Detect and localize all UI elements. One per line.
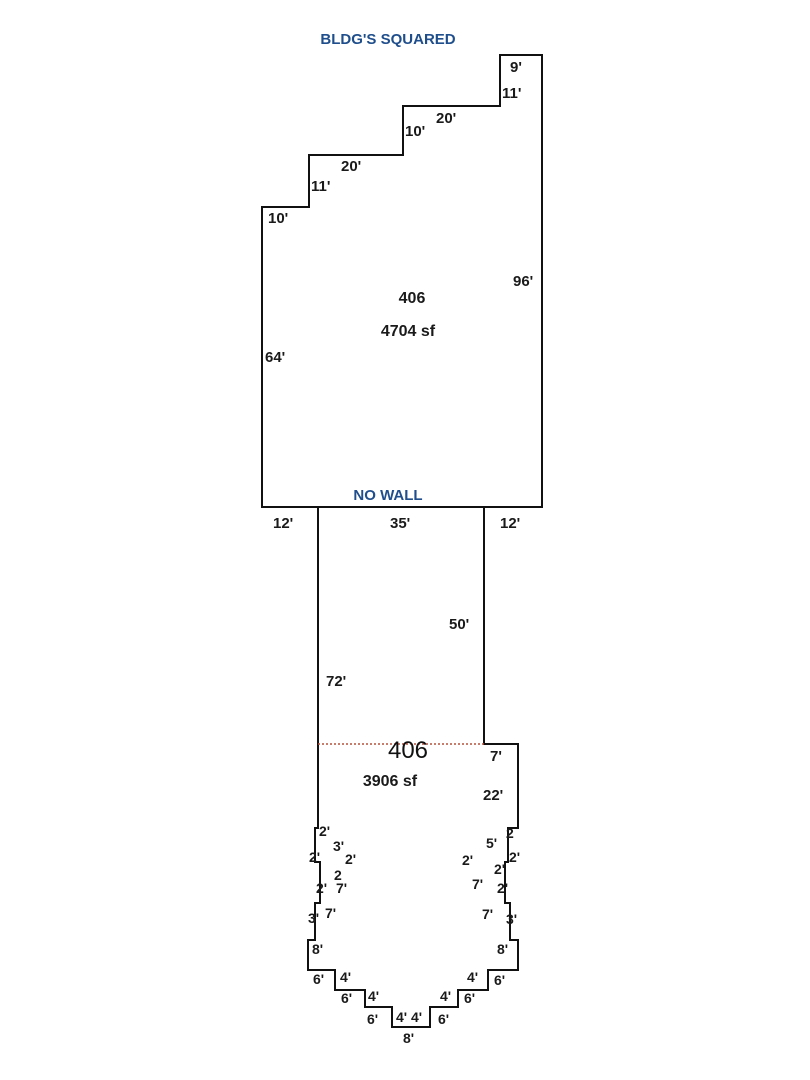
dim-label: 6' [494, 972, 505, 988]
dim-label: 8' [497, 941, 508, 957]
dim-label: 3' [333, 838, 344, 854]
dim-label: 2 [334, 867, 342, 883]
dim-label: 9' [510, 59, 522, 76]
dim-label: 20' [341, 158, 361, 175]
dim-label: 7' [472, 876, 483, 892]
note-bldgs-squared: BLDG'S SQUARED [320, 31, 455, 48]
dim-label: 20' [436, 110, 456, 127]
dim-label: 11' [311, 178, 330, 195]
dim-label: 35' [390, 515, 410, 532]
dim-label: 6' [341, 990, 352, 1006]
lower-area-id: 406 [388, 737, 428, 764]
dim-label: 5' [486, 835, 497, 851]
dim-label: 7' [325, 905, 336, 921]
dim-label: 11' [502, 85, 521, 102]
dim-label: 4' [411, 1009, 422, 1025]
upper-area-size: 4704 sf [381, 323, 436, 340]
dim-label: 2' [319, 823, 330, 839]
upper-building-outline [261, 54, 543, 508]
dim-label: 2' [345, 851, 356, 867]
dim-label: 6' [313, 971, 324, 987]
dim-label: 12' [500, 515, 520, 532]
note-no-wall: NO WALL [353, 487, 422, 504]
dim-label: 2' [316, 880, 327, 896]
dim-label: 72' [326, 673, 346, 690]
dim-label: 3' [308, 910, 319, 926]
dim-label: 2' [509, 849, 520, 865]
dim-label: 4' [467, 969, 478, 985]
dim-label: 4' [440, 988, 451, 1004]
dim-label: 2' [497, 880, 508, 896]
dim-label: 22' [483, 787, 503, 804]
dim-label: 2' [462, 852, 473, 868]
dim-label: 7' [336, 880, 347, 896]
dim-label: 4' [396, 1009, 407, 1025]
dim-label: 8' [312, 941, 323, 957]
lower-building-outline [307, 507, 519, 1028]
dim-label: 2 [506, 825, 514, 841]
dim-label: 7' [490, 748, 502, 765]
dim-label: 2' [309, 849, 320, 865]
dim-label: 7' [482, 906, 493, 922]
dim-label: 6' [367, 1011, 378, 1027]
dim-label: 64' [265, 349, 285, 366]
dim-label: 6' [438, 1011, 449, 1027]
dim-label: 6' [464, 990, 475, 1006]
dim-label: 10' [268, 210, 288, 227]
dim-label: 8' [403, 1030, 414, 1046]
dim-label: 50' [449, 616, 469, 633]
dim-label: 10' [405, 123, 425, 140]
dim-label: 12' [273, 515, 293, 532]
dim-label: 3' [506, 911, 517, 927]
upper-area-id: 406 [399, 290, 426, 307]
lower-area-size: 3906 sf [363, 773, 418, 790]
dim-label: 96' [513, 273, 533, 290]
dim-label: 2' [494, 861, 505, 877]
dim-label: 4' [368, 988, 379, 1004]
dim-label: 4' [340, 969, 351, 985]
